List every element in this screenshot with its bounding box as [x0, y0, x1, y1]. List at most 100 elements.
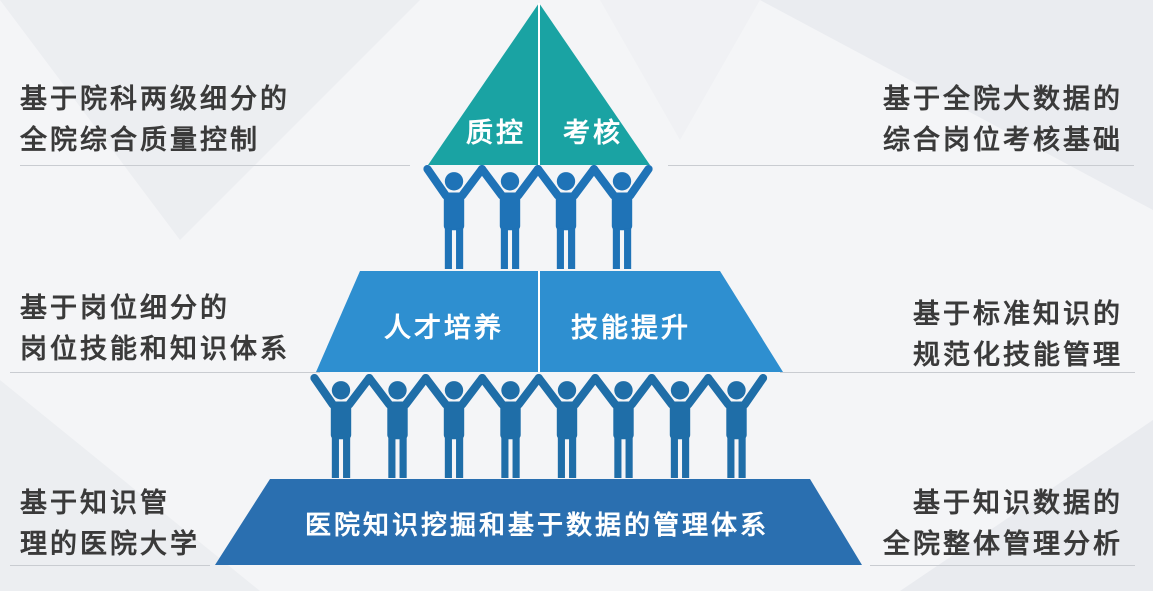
- person-leg: [501, 437, 509, 478]
- person-arm: [591, 373, 620, 409]
- left-note-top-line1: 基于院科两级细分的: [20, 84, 290, 115]
- middle-tier-right-label: 技能提升: [571, 313, 691, 344]
- person-body: [726, 401, 747, 440]
- middle-tier-trapezoid: [316, 271, 783, 372]
- person-head: [444, 381, 464, 400]
- left-note-middle-line1: 基于岗位细分的: [20, 293, 230, 324]
- person-head: [444, 172, 464, 191]
- right-note-middle-line2: 规范化技能管理: [913, 340, 1123, 371]
- person-leg: [682, 437, 690, 478]
- person-arm: [514, 164, 543, 200]
- person-arm: [477, 164, 506, 200]
- person-arm: [647, 373, 676, 409]
- person-arm: [740, 373, 768, 409]
- pyramid-tiers: [215, 3, 862, 565]
- person-head: [727, 381, 746, 400]
- right-note-middle-line1: 基于标准知识的: [913, 299, 1123, 330]
- person-arm: [421, 373, 450, 409]
- divider-left-3: [10, 565, 210, 566]
- upper-people-row: [423, 164, 653, 269]
- person-arm: [401, 373, 430, 409]
- divider-right-3: [870, 565, 1135, 566]
- person-head: [501, 381, 520, 400]
- person-leg: [556, 228, 564, 269]
- person-arm: [478, 373, 507, 409]
- person-head: [612, 172, 632, 191]
- person-head: [557, 381, 577, 400]
- person-arm: [458, 164, 487, 200]
- person-leg: [331, 437, 339, 478]
- person-arm: [534, 373, 563, 409]
- left-note-bottom: 基于知识管 理的医院大学: [20, 483, 200, 565]
- top-tier-right-label: 考核: [563, 118, 623, 149]
- left-note-middle-line2: 岗位技能和知识体系: [20, 334, 290, 365]
- person-leg: [456, 437, 464, 478]
- person-leg: [388, 437, 396, 478]
- person-leg: [568, 228, 576, 269]
- person-head: [331, 381, 351, 400]
- person-body: [443, 192, 465, 231]
- person-leg: [625, 437, 633, 478]
- person-body: [556, 401, 578, 440]
- person-arm: [365, 373, 394, 409]
- right-note-middle: 基于标准知识的 规范化技能管理: [913, 294, 1123, 376]
- person-leg: [670, 437, 678, 478]
- person-body: [330, 401, 352, 440]
- right-note-top-line1: 基于全院大数据的: [883, 84, 1123, 115]
- person-head: [614, 381, 633, 400]
- left-note-bottom-line2: 理的医院大学: [20, 529, 200, 560]
- person-head: [388, 381, 407, 400]
- divider-right-2: [780, 372, 1135, 373]
- person-leg: [444, 437, 452, 478]
- left-note-bottom-line1: 基于知识管: [20, 488, 170, 519]
- middle-tier-left-label: 人才培养: [384, 313, 504, 344]
- person-body: [499, 192, 521, 231]
- bottom-tier-trapezoid: [215, 479, 862, 565]
- person-body: [500, 401, 521, 440]
- person-body: [443, 401, 465, 440]
- person-arm: [704, 373, 733, 409]
- right-note-top: 基于全院大数据的 综合岗位考核基础: [883, 79, 1123, 161]
- person-body: [555, 192, 577, 231]
- person-leg: [614, 437, 622, 478]
- person-body: [669, 401, 691, 440]
- right-note-bottom-line2: 全院整体管理分析: [883, 529, 1123, 560]
- right-note-bottom-line1: 基于知识数据的: [913, 488, 1123, 519]
- left-note-middle: 基于岗位细分的 岗位技能和知识体系: [20, 288, 290, 370]
- person-head: [670, 381, 690, 400]
- person-leg: [500, 228, 508, 269]
- person-head: [556, 172, 576, 191]
- divider-left-1: [20, 165, 410, 166]
- person-leg: [399, 437, 407, 478]
- person-leg: [512, 228, 520, 269]
- right-note-top-line2: 综合岗位考核基础: [883, 125, 1123, 156]
- person-arm: [423, 164, 450, 200]
- person-arm: [533, 164, 562, 200]
- person-leg: [624, 228, 632, 269]
- person-arm: [345, 373, 374, 409]
- person-leg: [456, 228, 464, 269]
- person-body: [611, 192, 633, 231]
- lower-people-row: [310, 373, 768, 478]
- person-arm: [458, 373, 487, 409]
- left-note-top: 基于院科两级细分的 全院综合质量控制: [20, 79, 290, 161]
- bottom-tier-label: 医院知识挖掘和基于数据的管理体系: [304, 511, 769, 541]
- person-leg: [557, 437, 565, 478]
- person-leg: [612, 228, 620, 269]
- person-leg: [569, 437, 577, 478]
- person-arm: [627, 373, 656, 409]
- person-leg: [444, 228, 452, 269]
- person-arm: [571, 373, 600, 409]
- person-arm: [589, 164, 618, 200]
- person-arm: [626, 164, 653, 200]
- right-note-bottom: 基于知识数据的 全院整体管理分析: [883, 483, 1123, 565]
- person-arm: [310, 373, 337, 409]
- left-note-top-line2: 全院综合质量控制: [20, 125, 260, 156]
- person-arm: [684, 373, 713, 409]
- person-leg: [512, 437, 520, 478]
- divider-right-1: [668, 165, 1134, 166]
- divider-left-2: [10, 372, 320, 373]
- person-arm: [514, 373, 543, 409]
